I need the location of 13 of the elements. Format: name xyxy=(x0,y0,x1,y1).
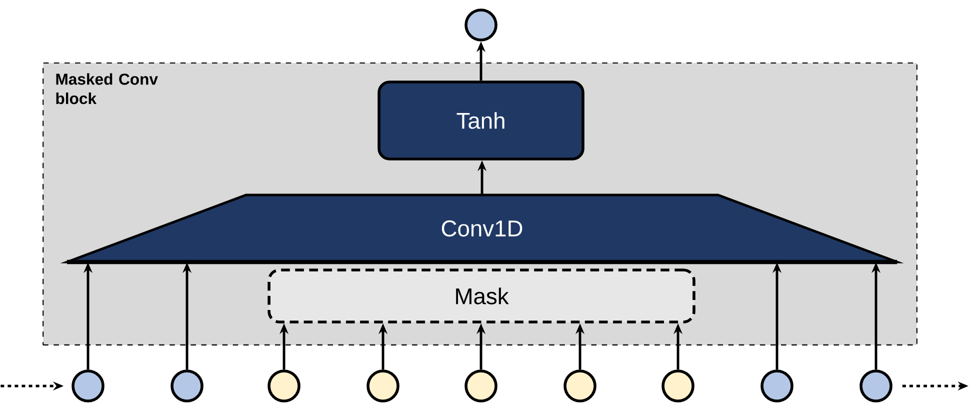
mask-box: Mask xyxy=(268,268,696,324)
circle-node xyxy=(464,8,498,42)
block-heading: Masked Conv block xyxy=(56,73,158,104)
circle-node xyxy=(72,370,104,402)
circle-node xyxy=(860,370,892,402)
circle-node xyxy=(268,370,300,402)
circle-node xyxy=(662,370,694,402)
circle-node xyxy=(760,370,794,402)
circle-node xyxy=(366,370,400,402)
circle-node xyxy=(464,370,498,402)
circle-node xyxy=(564,370,596,402)
circle-node xyxy=(170,370,204,402)
process-box: Tanh xyxy=(378,80,584,160)
